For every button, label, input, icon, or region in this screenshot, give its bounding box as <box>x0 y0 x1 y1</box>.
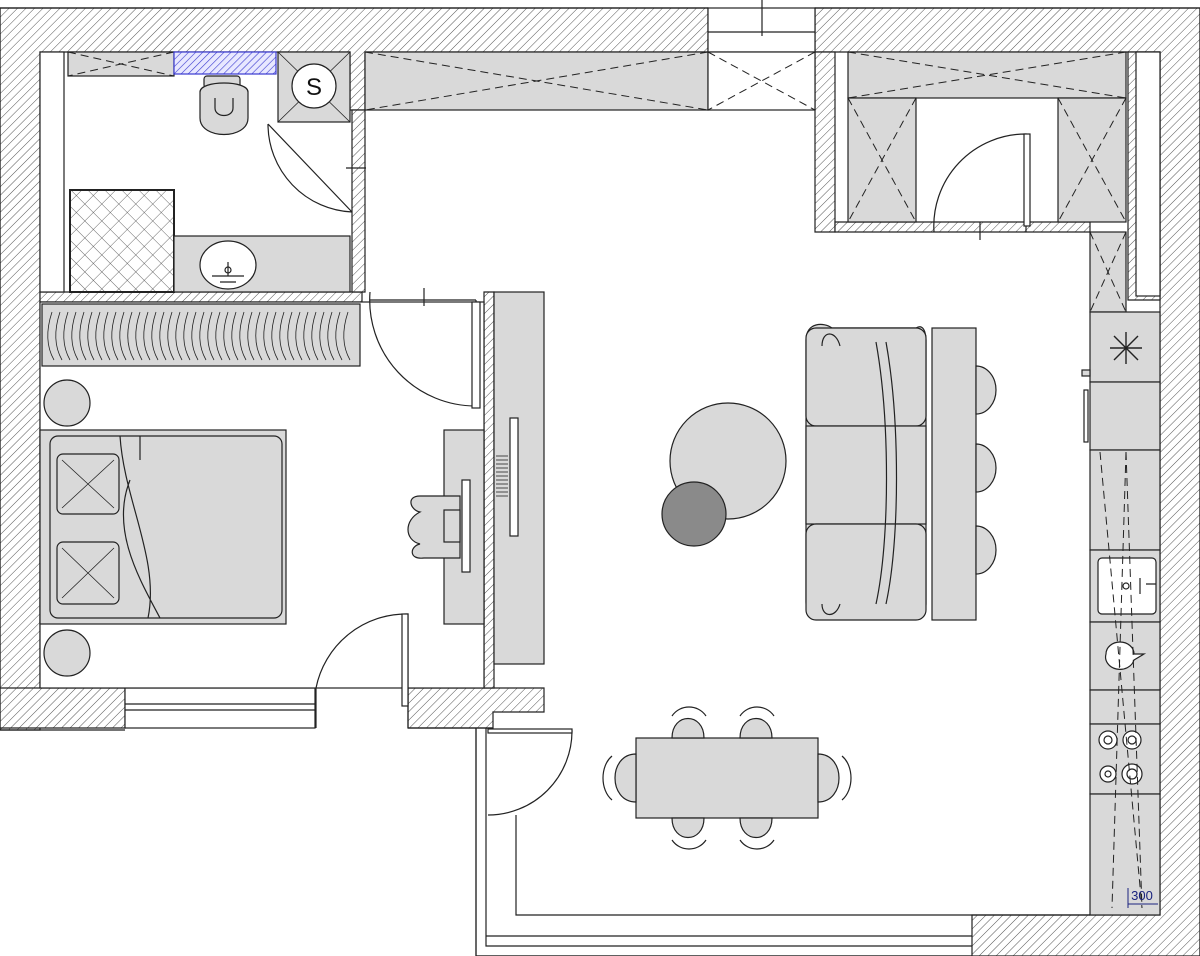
dining-table <box>635 737 819 819</box>
wall-bedroom-bottom-left <box>0 687 126 729</box>
tv-screen <box>509 417 519 537</box>
stool-1[interactable] <box>975 365 997 415</box>
bedroom-door-bottom[interactable] <box>315 613 409 728</box>
shower-tray <box>69 189 175 293</box>
radiator-fins <box>47 311 351 361</box>
kitchen-counter-3 <box>1089 793 1161 916</box>
sofa-cushion-1 <box>805 327 927 427</box>
wall-bedroom-bottom-right <box>407 687 545 729</box>
dimension-label: 300 <box>1131 888 1153 903</box>
wall-wardrobe-bottom <box>834 221 1091 233</box>
kitchen-counter-2 <box>1089 689 1161 725</box>
dining-chairs[interactable] <box>602 706 852 850</box>
snowflake-icon <box>1110 332 1142 364</box>
window-living-balcony <box>475 728 1090 956</box>
side-table <box>661 481 727 547</box>
nightstand-bottom <box>43 629 91 677</box>
wall-bath-right <box>351 109 366 293</box>
window-wardrobe-right <box>1135 51 1161 297</box>
console-table <box>931 327 977 621</box>
kitchen-cabinet-1 <box>1089 381 1161 451</box>
living-room <box>487 323 997 850</box>
wardrobe-door[interactable] <box>933 133 1027 233</box>
windows <box>39 0 1161 956</box>
wall-bedroom-living <box>483 291 495 689</box>
kitchen-sink-icon <box>1097 557 1157 615</box>
sofa-cushion-3 <box>805 523 927 621</box>
sofa-cushion-2 <box>805 425 927 525</box>
kitchen-counter-1 <box>1089 449 1161 551</box>
bathroom-door[interactable] <box>267 123 353 213</box>
keyboard <box>443 509 461 543</box>
wardrobe-area <box>364 51 1127 313</box>
burner-icons <box>1098 730 1143 785</box>
wall-wardrobe-left <box>814 51 836 233</box>
bathroom: S <box>67 51 366 293</box>
outer-outline <box>0 7 1200 956</box>
tv-wall-unit <box>493 291 545 665</box>
entry-door[interactable] <box>487 730 573 816</box>
bedroom-door-top[interactable] <box>369 291 477 407</box>
tv-vent <box>496 455 508 497</box>
wall-bath-bedroom <box>39 291 363 303</box>
window-bathroom-left <box>39 51 65 293</box>
stool-2[interactable] <box>975 443 997 493</box>
nightstand-top <box>43 379 91 427</box>
kitchen: 300 <box>1081 311 1161 916</box>
window-bedroom-bottom <box>124 687 316 729</box>
radiator <box>41 303 361 367</box>
stool-3[interactable] <box>975 525 997 575</box>
shower-drain-icon <box>291 63 337 109</box>
monitor <box>461 479 471 573</box>
bathroom-window-sill <box>173 51 277 75</box>
bedroom <box>39 288 545 728</box>
toilet-icon <box>199 82 249 136</box>
hood-icon <box>1104 641 1147 670</box>
door-leaf-top <box>471 301 481 409</box>
shower-label: S <box>306 74 322 101</box>
